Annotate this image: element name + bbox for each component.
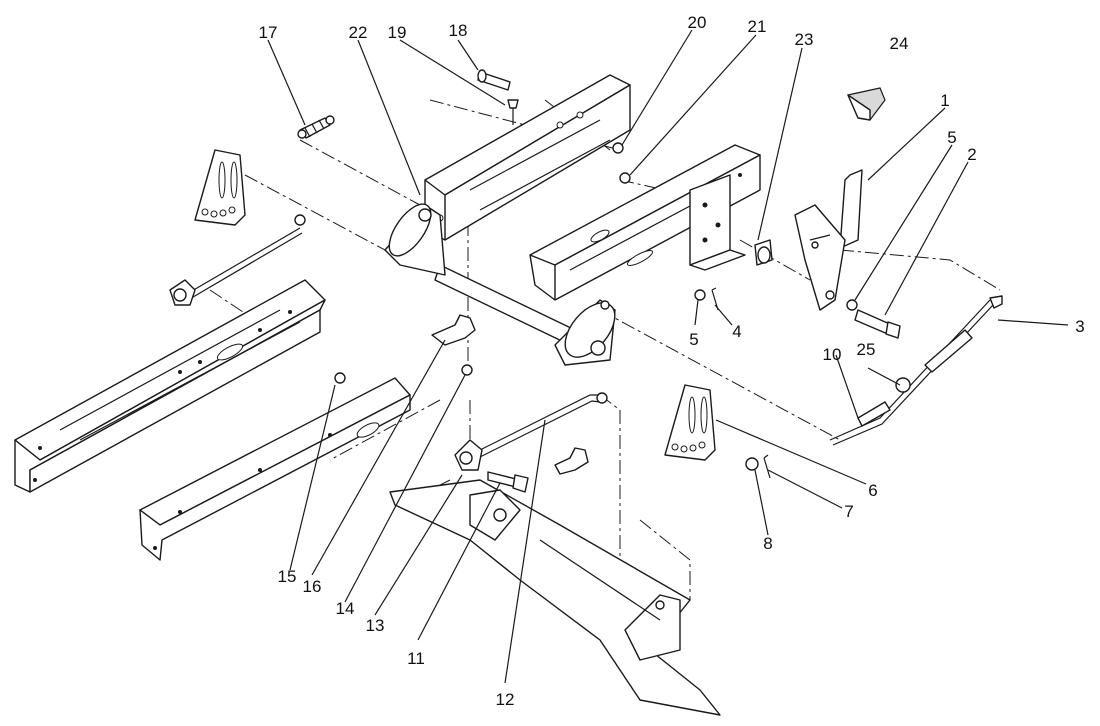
callout-2: 2: [967, 145, 976, 164]
leader-lines: [267, 29, 1069, 684]
callout-12: 12: [496, 690, 515, 709]
cross-shaft: [384, 203, 616, 366]
callout-4: 4: [732, 322, 741, 341]
left-frame-rail: [14, 279, 326, 493]
callout-6: 6: [868, 481, 877, 500]
callout-25: 25: [857, 340, 876, 359]
callout-21: 21: [748, 17, 767, 36]
callout-24: 24: [890, 34, 909, 53]
callout-3: 3: [1075, 317, 1084, 336]
callout-1: 1: [940, 91, 949, 110]
callout-15: 15: [278, 567, 297, 586]
callout-8: 8: [763, 534, 772, 553]
lower-frame-rail: [139, 377, 411, 561]
callout-20: 20: [688, 13, 707, 32]
upper-cross-channel: [424, 74, 631, 241]
callout-23: 23: [795, 30, 814, 49]
callout-17: 17: [259, 23, 278, 42]
callout-11: 11: [407, 649, 425, 668]
left-link-rod: [169, 214, 306, 306]
callout-7: 7: [844, 502, 853, 521]
callout-5-upper: 5: [947, 128, 956, 147]
callout-22: 22: [349, 23, 368, 42]
callout-10: 10: [823, 345, 842, 364]
callout-5-lower: 5: [689, 330, 698, 349]
callout-14: 14: [336, 599, 355, 618]
shift-lever: [794, 87, 886, 311]
rear-link-rod: [454, 392, 608, 493]
right-height-bracket: [664, 384, 716, 461]
callout-18: 18: [449, 21, 468, 40]
mounting-plate: [689, 174, 746, 271]
callout-labels: 17 22 19 18 20 21 23 24 1 5 2 3 5 4 25 1…: [259, 13, 1085, 709]
shift-rod: [829, 295, 1003, 446]
callout-16: 16: [303, 577, 322, 596]
callout-13: 13: [366, 616, 385, 635]
left-height-bracket: [194, 149, 246, 226]
callout-19: 19: [388, 23, 407, 42]
deck-hanger: [389, 479, 721, 716]
spring: [297, 115, 335, 139]
